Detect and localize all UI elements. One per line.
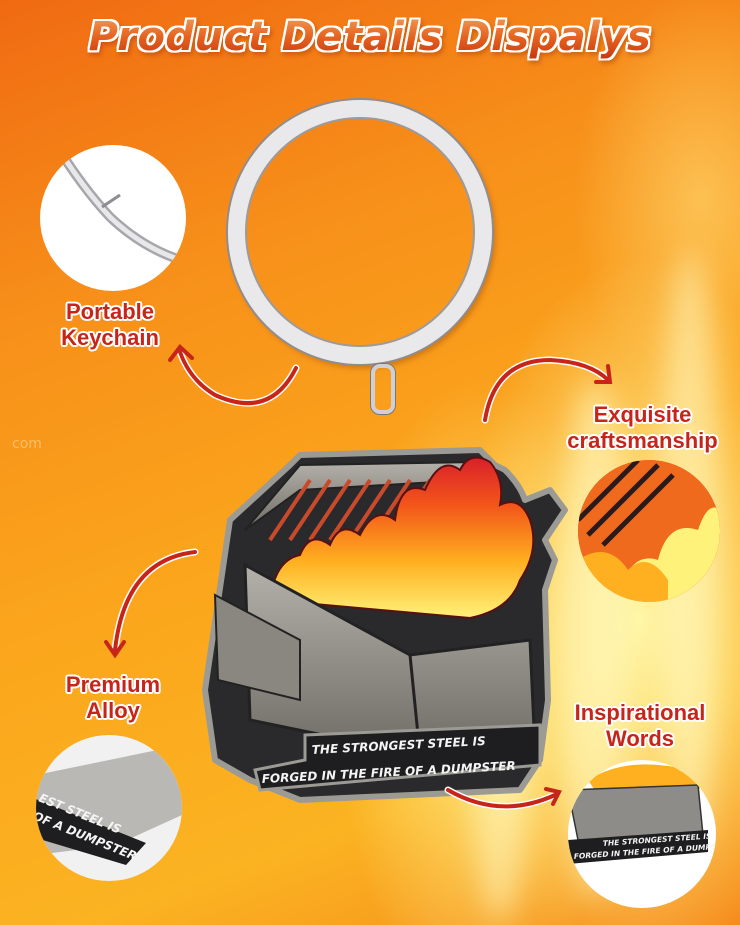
label-line: Portable	[65, 299, 155, 324]
label-line: Inspirational	[574, 700, 706, 725]
feature-label-words: Inspirational Words	[540, 700, 740, 752]
craftsmanship-detail-image	[578, 460, 720, 602]
words-detail-image: THE STRONGEST STEEL IS FORGED IN THE FIR…	[568, 760, 716, 908]
label-line: craftsmanship	[567, 428, 718, 453]
label-line: Exquisite	[593, 402, 692, 427]
watermark-text: com	[12, 436, 42, 452]
jump-ring	[371, 364, 395, 414]
label-line: Keychain	[61, 325, 159, 350]
feature-label-craftsmanship: Exquisite craftsmanship	[545, 402, 740, 454]
keychain-detail-image	[40, 145, 186, 291]
feature-label-alloy: Premium Alloy	[28, 672, 198, 724]
label-line: Premium	[65, 672, 161, 697]
alloy-detail-image: EST STEEL IS OF A DUMPSTER	[36, 735, 182, 881]
label-line: Alloy	[86, 698, 140, 723]
page-title: Product Details Dispalys	[0, 14, 740, 60]
feature-label-keychain: Portable Keychain	[30, 299, 190, 351]
label-line: Words	[605, 726, 675, 751]
